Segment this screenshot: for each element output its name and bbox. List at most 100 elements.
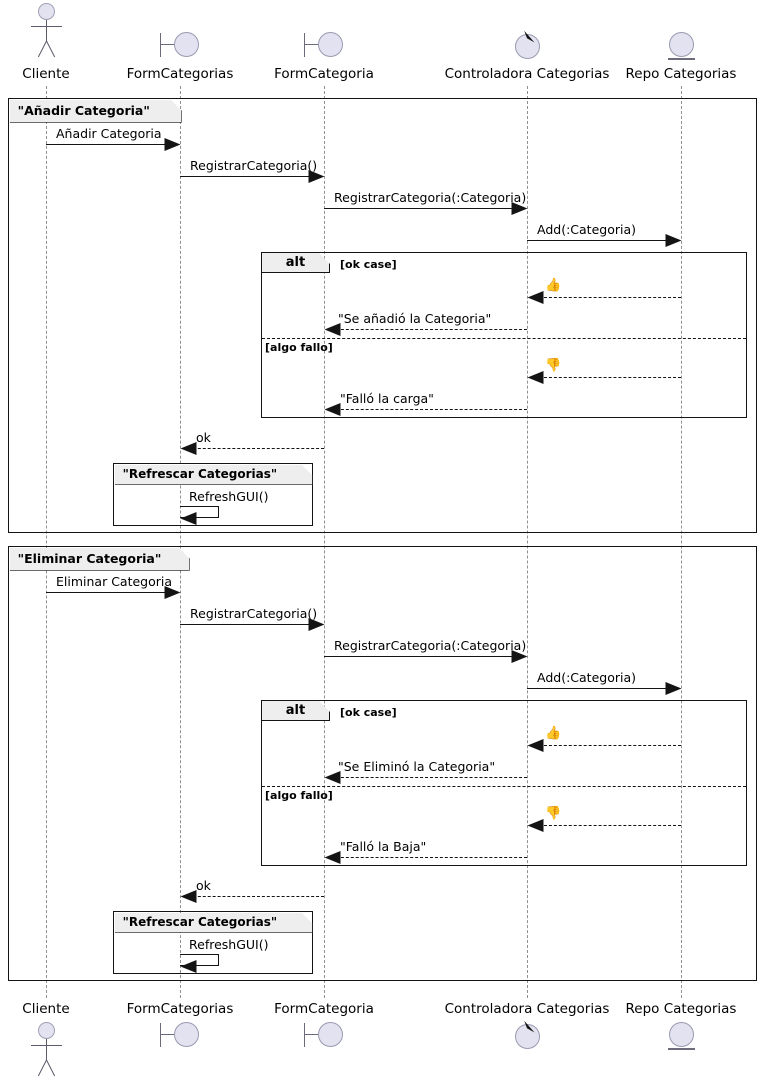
- arrowhead-left: [324, 771, 341, 784]
- message-label-se-anadio: "Se añadió la Categoria": [338, 311, 492, 326]
- lifeline-formcategorias: [180, 86, 181, 998]
- message-line-anadir-categoria: [46, 144, 172, 145]
- group-label-refrescar-1: "Refrescar Categorias": [115, 465, 313, 485]
- participant-label-repo: Repo Categorias: [625, 66, 737, 82]
- actor-leg-right: [45, 40, 55, 58]
- actor-head: [37, 3, 55, 20]
- arrowhead-left: [180, 442, 197, 455]
- message-line-registrar-categoria-1: [180, 176, 316, 177]
- arrowhead-right: [665, 682, 682, 695]
- message-label-registrar-categoria-param-1: RegistrarCategoria(:Categoria): [334, 190, 527, 205]
- actor-leg-right: [45, 1059, 55, 1077]
- arrowhead-left: [527, 819, 544, 832]
- arrowhead-left: [180, 890, 197, 903]
- boundary-icon: [299, 32, 349, 59]
- participant-footer-label-cliente: Cliente: [22, 1001, 70, 1017]
- message-line-se-anadio: [331, 329, 527, 330]
- arrowhead-left: [324, 403, 341, 416]
- boundary-connector: [160, 1034, 174, 1035]
- alt-frame-2: [261, 700, 747, 866]
- entity-icon: [666, 1022, 696, 1052]
- alt-tab-1: alt: [262, 253, 330, 273]
- message-label-ok-2: ok: [196, 878, 211, 893]
- control-icon: [512, 1020, 542, 1052]
- alt-guard-fail-2: [algo fallo]: [265, 789, 333, 802]
- actor-arms: [30, 26, 62, 27]
- boundary-icon: [155, 1022, 205, 1049]
- actor-leg-left: [37, 1059, 47, 1077]
- thumbs-down-icon: 👎: [545, 806, 562, 821]
- participant-footer-label-formcategoria: FormCategoria: [274, 1001, 374, 1017]
- boundary-icon: [299, 1022, 349, 1049]
- message-line-registrar-categoria-param-2: [324, 656, 519, 657]
- group-frame-eliminar: [8, 546, 757, 981]
- boundary-bar: [304, 1023, 305, 1047]
- participant-label-controladora: Controladora Categorias: [444, 66, 610, 82]
- alt-guard-ok-1: [ok case]: [340, 258, 397, 271]
- message-label-registrar-categoria-1: RegistrarCategoria(): [190, 158, 318, 173]
- message-label-refreshgui-2: RefreshGUI(): [189, 937, 269, 952]
- arrowhead-right: [164, 138, 181, 151]
- message-label-registrar-categoria-param-2: RegistrarCategoria(:Categoria): [334, 638, 527, 653]
- message-line-registrar-categoria-2: [180, 624, 316, 625]
- message-line-fail-return-1: [534, 377, 681, 378]
- boundary-connector: [304, 1034, 318, 1035]
- message-label-fallo-baja: "Falló la Baja": [340, 839, 427, 854]
- participant-label-formcategorias: FormCategorias: [126, 66, 234, 82]
- thumbs-up-icon: 👍: [545, 726, 562, 741]
- message-label-refreshgui-1: RefreshGUI(): [189, 489, 269, 504]
- message-label-add-categoria-1: Add(:Categoria): [537, 222, 636, 237]
- message-line-fallo-carga: [331, 409, 527, 410]
- lifeline-cliente: [46, 86, 47, 998]
- participant-label-formcategoria: FormCategoria: [274, 66, 374, 82]
- group-label-anadir: "Añadir Categoria": [10, 100, 182, 123]
- entity-baseline: [667, 1048, 695, 1050]
- alt-guard-ok-2: [ok case]: [340, 706, 397, 719]
- arrowhead-left: [324, 323, 341, 336]
- boundary-bar: [160, 1023, 161, 1047]
- message-line-fallo-baja: [331, 857, 527, 858]
- arrowhead-right: [511, 650, 528, 663]
- message-line-se-elimino: [331, 777, 527, 778]
- message-label-registrar-categoria-2: RegistrarCategoria(): [190, 606, 318, 621]
- boundary-circle: [318, 1022, 343, 1047]
- actor-body: [45, 20, 47, 42]
- lifeline-controladora: [527, 86, 528, 998]
- entity-icon: [666, 32, 696, 62]
- arrowhead-left: [527, 291, 544, 304]
- message-line-ok-1: [188, 448, 324, 449]
- message-line-ok-return-2: [534, 745, 681, 746]
- participant-footer-label-formcategorias: FormCategorias: [126, 1001, 234, 1017]
- message-label-anadir-categoria: Añadir Categoria: [56, 126, 162, 141]
- group-frame-anadir: [8, 98, 757, 533]
- boundary-circle: [174, 1022, 199, 1047]
- arrowhead-right: [164, 586, 181, 599]
- group-label-eliminar: "Eliminar Categoria": [10, 548, 190, 571]
- arrowhead-right: [511, 202, 528, 215]
- message-line-ok-return-1: [534, 297, 681, 298]
- participant-footer-label-repo: Repo Categorias: [625, 1001, 737, 1017]
- arrowhead-right: [665, 234, 682, 247]
- group-label-refrescar-2: "Refrescar Categorias": [115, 913, 313, 933]
- arrowhead-left: [180, 960, 197, 973]
- message-label-eliminar-categoria: Eliminar Categoria: [56, 574, 173, 589]
- participant-footer-label-controladora: Controladora Categorias: [444, 1001, 610, 1017]
- actor-icon: [26, 3, 66, 61]
- control-arrow: [524, 1020, 535, 1033]
- arrowhead-left: [527, 739, 544, 752]
- entity-circle: [668, 32, 694, 57]
- message-label-se-elimino: "Se Eliminó la Categoria": [338, 759, 496, 774]
- boundary-connector: [304, 44, 318, 45]
- arrowhead-left: [324, 851, 341, 864]
- alt-divider-1: [262, 338, 746, 339]
- arrowhead-right: [308, 618, 325, 631]
- entity-baseline: [667, 58, 695, 60]
- message-line-add-categoria-2: [527, 688, 673, 689]
- control-arrow: [524, 30, 535, 43]
- group-frame-refrescar-2: [113, 911, 313, 974]
- lifeline-formcategoria: [324, 86, 325, 998]
- message-line-registrar-categoria-param-1: [324, 208, 519, 209]
- actor-body: [45, 1039, 47, 1061]
- alt-tab-2: alt: [262, 701, 330, 721]
